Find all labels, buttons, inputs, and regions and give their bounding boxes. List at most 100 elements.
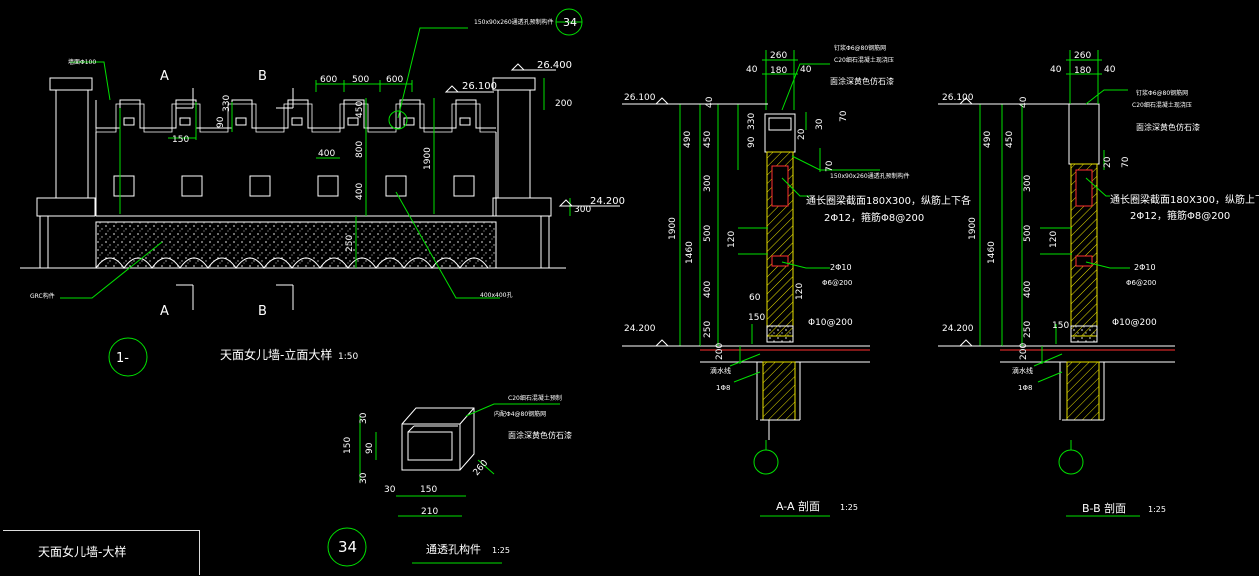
detail34-scale: 1:25: [492, 546, 510, 555]
bb-note10: 滴水线: [1012, 366, 1033, 375]
square-holes: [113, 175, 475, 197]
bb-note1: 钉浆Φ6@80钢筋网: [1136, 89, 1188, 97]
bb-note6: 2Φ12，箍筋Φ8@200: [1130, 209, 1230, 222]
elev-note-hole: 400x400孔: [480, 291, 512, 299]
section-aa-dimensions: [679, 50, 880, 517]
section-bb-view: [1000, 103, 1175, 421]
cut-b-label-top: B: [258, 69, 267, 84]
aa-d30: 30: [815, 118, 825, 130]
sheet-title: 天面女儿墙-大样: [38, 545, 127, 559]
aa-d120b: 120: [795, 283, 805, 300]
bb-d40a: 40: [1050, 65, 1062, 75]
aa-d180: 180: [770, 66, 787, 76]
bb-d40b: 40: [1104, 65, 1116, 75]
aa-scale: 1:25: [840, 503, 858, 512]
aa-elev-top: 26.100: [624, 93, 656, 103]
elev-26400: 26.400: [537, 60, 572, 71]
bb-d180: 180: [1074, 66, 1091, 76]
bb-d20: 20: [1103, 156, 1113, 168]
elevation-level-markers: [444, 63, 620, 207]
aa-note7: 2Φ10: [830, 263, 852, 272]
elevation-view: [20, 77, 566, 310]
aa-elev-base: 24.200: [624, 324, 656, 334]
aa-title: A-A 剖面: [776, 499, 820, 513]
dim-500: 500: [352, 75, 369, 85]
aa-note9: Φ10@200: [808, 318, 853, 328]
bb-d490: 490: [983, 131, 993, 148]
sheet-title-box: [3, 530, 200, 575]
left-pier-base: [36, 197, 96, 217]
bb-d260: 260: [1074, 51, 1091, 61]
elevation-dimensions: [60, 8, 583, 377]
aa-d90: 90: [747, 136, 757, 148]
dim-300: 300: [574, 205, 591, 215]
text-layer: A B A B 26.400 26.100 24.200 150x90x260通…: [30, 16, 1259, 556]
section-aa-ref-circle: [753, 449, 779, 475]
bb-note8: Φ6@200: [1126, 279, 1156, 287]
dim-250: 250: [345, 235, 355, 252]
right-pier-base: [492, 197, 552, 217]
bb-d1900: 1900: [968, 217, 978, 240]
dim-1900: 1900: [423, 147, 433, 170]
aa-d150: 150: [748, 313, 765, 323]
d34-30a: 30: [359, 412, 369, 424]
d34-150b: 150: [420, 485, 437, 495]
aa-note2: C20细石混凝土现浇压: [834, 56, 894, 64]
aa-d400: 400: [703, 281, 713, 298]
bb-d150: 150: [1052, 321, 1069, 331]
aa-d40c: 40: [705, 96, 715, 108]
aa-note11: 1Φ8: [716, 384, 730, 392]
cut-a-label-bottom: A: [160, 304, 169, 319]
bb-note2: C20细石混凝土现浇压: [1132, 101, 1192, 109]
aa-note10: 滴水线: [710, 366, 731, 375]
d34-210: 210: [421, 507, 438, 517]
aa-d70: 70: [839, 110, 849, 122]
crenel-holes: [123, 117, 471, 126]
dim-800: 800: [355, 141, 365, 158]
callout-circle-hole: [388, 110, 408, 130]
aa-d70b: 70: [825, 160, 835, 172]
aa-note5: 通长圈梁截面180X300，纵筋上下各: [806, 194, 971, 207]
dim-400b: 400: [355, 183, 365, 200]
bb-note5: 通长圈梁截面180X300，纵筋上下各: [1110, 193, 1259, 206]
aa-d500: 500: [703, 225, 713, 242]
elev-ref-label: 1-: [116, 351, 129, 366]
aa-note6: 2Φ12，箍筋Φ8@200: [824, 211, 924, 224]
bb-d300: 300: [1023, 175, 1033, 192]
d34-150: 150: [343, 437, 353, 454]
elev-title: 天面女儿墙-立面大样: [220, 347, 332, 362]
bb-d400: 400: [1023, 281, 1033, 298]
bb-elev-top: 26.100: [942, 93, 974, 103]
aa-note4: 150x90x260通透孔预制构件: [830, 172, 910, 180]
right-pier: [497, 89, 531, 199]
aa-d20: 20: [797, 128, 807, 140]
aa-d490: 490: [683, 131, 693, 148]
dim-90: 90: [216, 116, 226, 128]
aa-note8: Φ6@200: [822, 279, 852, 287]
bb-d120: 120: [1049, 231, 1059, 248]
leader-note-top: [397, 27, 468, 119]
left-pier: [55, 89, 89, 199]
elev-note-top: 150x90x260通透孔预制构件: [474, 18, 554, 26]
aa-d1460: 1460: [685, 241, 695, 264]
dim-400: 400: [318, 149, 335, 159]
crenellation: [95, 99, 496, 129]
d34-90: 90: [365, 442, 375, 454]
aa-d260: 260: [770, 51, 787, 61]
bb-note7: 2Φ10: [1134, 263, 1156, 272]
detail34-label: 34: [338, 538, 357, 556]
aa-d200: 200: [715, 343, 725, 360]
aa-d60: 60: [749, 293, 761, 303]
elev-scale: 1:50: [338, 352, 358, 362]
elev-note-grc: GRC构件: [30, 292, 55, 300]
bb-elev-base: 24.200: [942, 324, 974, 334]
aa-d40a: 40: [746, 65, 758, 75]
dim-450: 450: [355, 101, 365, 118]
aa-d40b: 40: [800, 65, 812, 75]
section-aa-level-markers: [622, 97, 768, 347]
aa-d1900: 1900: [668, 217, 678, 240]
aa-d120: 120: [727, 231, 737, 248]
aa-d330: 330: [747, 113, 757, 130]
left-pier-cap: [49, 77, 93, 91]
bb-d200: 200: [1019, 343, 1029, 360]
